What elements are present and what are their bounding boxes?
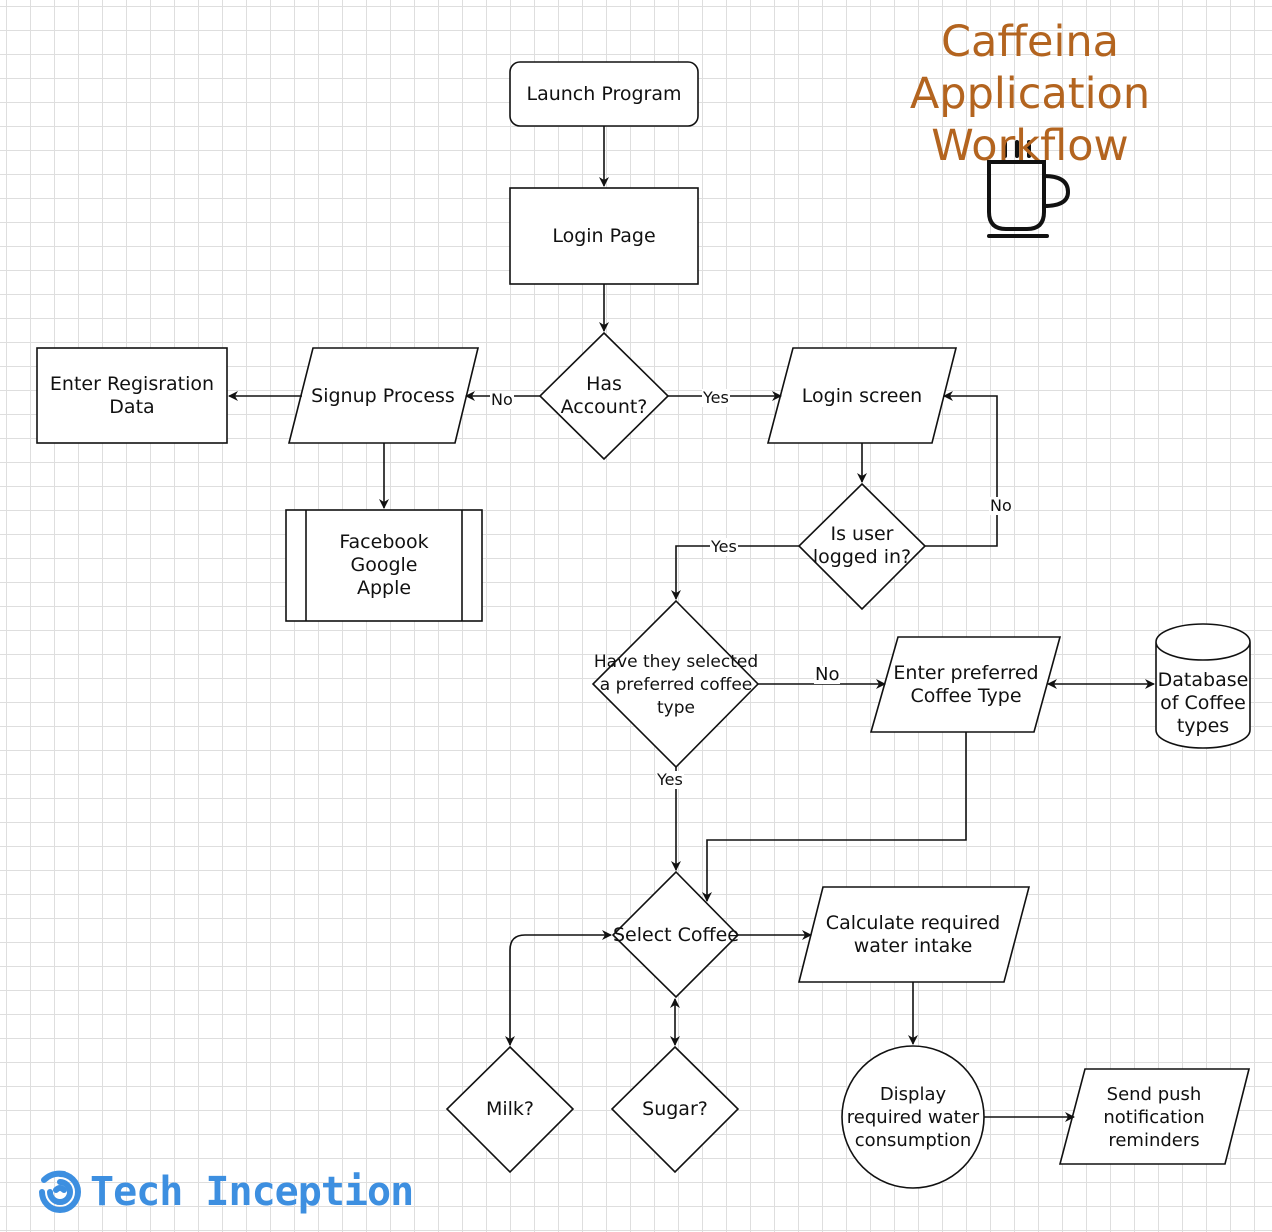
push-notification-label: Send push notification reminders bbox=[1103, 1083, 1205, 1151]
has-account-label: Has Account? bbox=[560, 373, 648, 418]
brand-watermark: Tech Inception bbox=[36, 1168, 414, 1216]
edge-label-no-pref: No bbox=[814, 664, 841, 685]
coffee-cup-icon bbox=[987, 140, 1071, 238]
social-providers-shape bbox=[285, 509, 483, 622]
calc-water-label: Calculate required water intake bbox=[825, 912, 1001, 957]
select-coffee-shape bbox=[611, 870, 740, 999]
enter-coffee-shape bbox=[869, 636, 1062, 733]
edge-loggedin-yes bbox=[671, 545, 799, 600]
select-coffee-label: Select Coffee bbox=[612, 923, 739, 946]
launch-program-label: Launch Program bbox=[526, 82, 682, 105]
edge-label-yes-login: Yes bbox=[702, 388, 730, 407]
login-screen-shape bbox=[766, 347, 958, 444]
diagram-title: Caffeina Application Workflow bbox=[909, 17, 1151, 171]
login-screen-label: Login screen bbox=[801, 384, 923, 407]
edge-loggedin-no-loop bbox=[925, 391, 998, 547]
signup-process-label: Signup Process bbox=[311, 384, 455, 407]
enter-coffee-label: Enter preferred Coffee Type bbox=[893, 662, 1039, 707]
edge-label-no-signup: No bbox=[490, 390, 514, 409]
edge-label-no-relogin: No bbox=[989, 496, 1013, 515]
edge-milk-select bbox=[505, 930, 612, 1046]
has-account-shape bbox=[538, 331, 670, 461]
login-page-label: Login Page bbox=[552, 224, 656, 247]
signup-process-shape bbox=[287, 347, 480, 444]
swirl-logo-icon bbox=[39, 1170, 81, 1213]
selected-coffee-label: Have they selected a preferred coffee ty… bbox=[593, 651, 759, 718]
database-shape bbox=[1155, 623, 1251, 749]
database-label: Database of Coffee types bbox=[1157, 668, 1249, 737]
login-page-shape bbox=[509, 187, 699, 285]
is-logged-in-label: Is user logged in? bbox=[812, 523, 912, 568]
sugar-shape bbox=[610, 1045, 740, 1174]
is-logged-in-shape bbox=[797, 482, 927, 611]
enter-registration-shape bbox=[36, 347, 228, 444]
display-water-label: Display required water consumption bbox=[846, 1083, 980, 1151]
sugar-label: Sugar? bbox=[642, 1097, 708, 1120]
push-notification-shape bbox=[1058, 1068, 1251, 1165]
social-providers-label: Facebook Google Apple bbox=[339, 531, 429, 599]
edge-label-yes-logged: Yes bbox=[710, 537, 738, 556]
enter-registration-label: Enter Regisration Data bbox=[49, 372, 215, 418]
edge-entercoffee-selectcoffee bbox=[702, 732, 967, 902]
brand-name: Tech Inception bbox=[90, 1169, 414, 1215]
calc-water-shape bbox=[797, 886, 1031, 983]
milk-label: Milk? bbox=[485, 1097, 535, 1120]
edge-label-yes-pref: Yes bbox=[656, 770, 684, 789]
milk-shape bbox=[445, 1045, 575, 1174]
